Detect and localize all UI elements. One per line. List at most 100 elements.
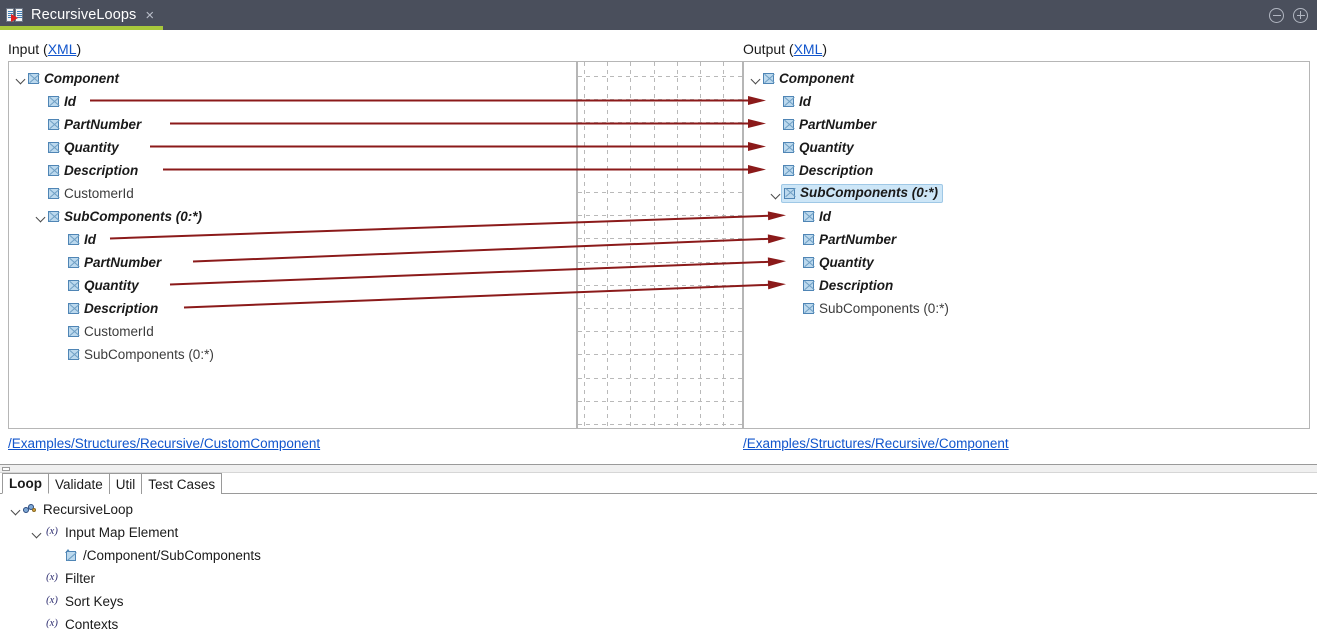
chevron-down-icon[interactable] xyxy=(10,498,23,521)
grid-line-horizontal xyxy=(578,76,742,77)
tree-node-content[interactable]: Description xyxy=(68,302,158,316)
output-tree-row[interactable]: PartNumber xyxy=(770,113,876,136)
input-tree-row[interactable]: Description xyxy=(55,297,158,320)
input-tree-row[interactable]: SubComponents (0:*) xyxy=(35,205,202,228)
input-tree-row[interactable]: Component xyxy=(15,67,119,90)
tree-node-content[interactable]: PartNumber xyxy=(68,256,161,270)
tree-spacer xyxy=(770,113,783,136)
output-tree-row[interactable]: SubComponents (0:*) xyxy=(790,297,949,320)
tree-node-content[interactable]: Id xyxy=(783,95,811,109)
output-tree-row[interactable]: Component xyxy=(750,67,854,90)
input-tree-row[interactable]: Quantity xyxy=(55,274,139,297)
input-tree-row[interactable]: PartNumber xyxy=(35,113,141,136)
tree-node-content[interactable]: Description xyxy=(48,164,138,178)
tree-node-label: PartNumber xyxy=(64,116,142,132)
tree-node-content[interactable]: Id xyxy=(68,233,96,247)
tree-node-content[interactable]: Quantity xyxy=(68,279,139,293)
grid-line-horizontal xyxy=(578,262,742,263)
loop-tree-row[interactable]: /Component/SubComponents xyxy=(52,544,261,567)
chevron-down-icon[interactable] xyxy=(750,67,763,90)
xml-element-icon xyxy=(68,280,79,291)
input-tree-row[interactable]: PartNumber xyxy=(55,251,161,274)
tree-spacer xyxy=(55,251,68,274)
tab-test-cases[interactable]: Test Cases xyxy=(141,473,223,494)
tree-node-content[interactable]: Component xyxy=(28,72,119,86)
xml-element-icon xyxy=(48,96,59,107)
tree-node-label: Quantity xyxy=(64,139,119,155)
loop-tree-row[interactable]: RecursiveLoop xyxy=(10,498,133,521)
chevron-down-icon[interactable] xyxy=(15,67,28,90)
output-tree-row[interactable]: Id xyxy=(790,205,831,228)
document-tab-recursiveloops[interactable]: RecursiveLoops × xyxy=(0,0,164,30)
tree-node-content[interactable]: SubComponents (0:*) xyxy=(48,210,202,224)
tree-node-content[interactable]: Description xyxy=(783,164,873,178)
output-tree-row[interactable]: Description xyxy=(790,274,893,297)
chevron-down-icon[interactable] xyxy=(35,205,48,228)
output-tree-row[interactable]: Quantity xyxy=(770,136,854,159)
loop-tree-row[interactable]: (x)Input Map Element xyxy=(31,521,178,544)
mapping-grid-panel[interactable] xyxy=(577,61,743,429)
close-icon[interactable]: × xyxy=(145,6,155,24)
loop-tree-row[interactable]: (x)Contexts xyxy=(31,613,118,636)
splitter-grip[interactable] xyxy=(2,467,10,471)
input-schema-path-link[interactable]: /Examples/Structures/Recursive/CustomCom… xyxy=(8,436,321,451)
xml-element-icon xyxy=(68,303,79,314)
output-tree-row[interactable]: Description xyxy=(770,159,873,182)
xml-element-icon xyxy=(68,326,79,337)
tree-node-content[interactable]: SubComponents (0:*) xyxy=(803,302,949,316)
grid-line-horizontal xyxy=(578,192,742,193)
loop-tree-label: RecursiveLoop xyxy=(43,501,134,517)
tab-loop[interactable]: Loop xyxy=(2,473,49,494)
output-xml-link[interactable]: XML xyxy=(793,41,823,57)
tree-node-content[interactable]: Component xyxy=(763,72,854,86)
tree-spacer xyxy=(35,182,48,205)
tab-validate[interactable]: Validate xyxy=(48,473,110,494)
horizontal-splitter[interactable] xyxy=(0,464,1317,473)
input-tree-row[interactable]: Id xyxy=(35,90,76,113)
tree-node-content[interactable]: CustomerId xyxy=(68,325,154,339)
input-tree-row[interactable]: SubComponents (0:*) xyxy=(55,343,214,366)
tab-util[interactable]: Util xyxy=(108,473,143,494)
output-schema-path-link[interactable]: /Examples/Structures/Recursive/Component xyxy=(743,436,1009,451)
input-tree-row[interactable]: Description xyxy=(35,159,138,182)
tree-node-content[interactable]: Quantity xyxy=(783,141,854,155)
output-tree-row[interactable]: PartNumber xyxy=(790,228,896,251)
tree-node-content[interactable]: PartNumber xyxy=(48,118,141,132)
tree-node-content[interactable]: Quantity xyxy=(48,141,119,155)
input-tree-row[interactable]: Quantity xyxy=(35,136,119,159)
minus-circle-icon[interactable] xyxy=(1269,7,1284,23)
output-tree-row[interactable]: Quantity xyxy=(790,251,874,274)
loop-tree-label: /Component/SubComponents xyxy=(83,547,261,563)
tree-node-content[interactable]: Quantity xyxy=(803,256,874,270)
tree-spacer xyxy=(790,251,803,274)
grid-line-horizontal xyxy=(578,354,742,355)
function-icon: (x) xyxy=(46,618,58,630)
xml-element-icon xyxy=(48,119,59,130)
output-tree-row[interactable]: Id xyxy=(770,90,811,113)
input-tree-row[interactable]: CustomerId xyxy=(55,320,154,343)
output-tree-row[interactable]: SubComponents (0:*) xyxy=(770,182,943,205)
input-tree-row[interactable]: Id xyxy=(55,228,96,251)
tree-node-content[interactable]: Description xyxy=(803,279,893,293)
plus-circle-icon[interactable] xyxy=(1293,7,1308,23)
input-tree-row[interactable]: CustomerId xyxy=(35,182,134,205)
tree-node-content[interactable]: CustomerId xyxy=(48,187,134,201)
tree-node-content[interactable]: PartNumber xyxy=(783,118,876,132)
tree-node-content[interactable]: Id xyxy=(803,210,831,224)
loop-tree-row[interactable]: (x)Filter xyxy=(31,567,95,590)
grid-line-vertical xyxy=(654,62,655,428)
tree-spacer xyxy=(35,136,48,159)
tree-node-content[interactable]: SubComponents (0:*) xyxy=(68,348,214,362)
input-xml-link[interactable]: XML xyxy=(47,41,77,57)
tree-node-content[interactable]: Id xyxy=(48,95,76,109)
loop-tree-row[interactable]: (x)Sort Keys xyxy=(31,590,123,613)
chevron-down-icon[interactable] xyxy=(31,521,44,544)
selected-node[interactable]: SubComponents (0:*) xyxy=(781,184,943,203)
xml-element-icon xyxy=(783,119,794,130)
chevron-down-icon[interactable] xyxy=(770,182,783,205)
tree-node-content[interactable]: PartNumber xyxy=(803,233,896,247)
